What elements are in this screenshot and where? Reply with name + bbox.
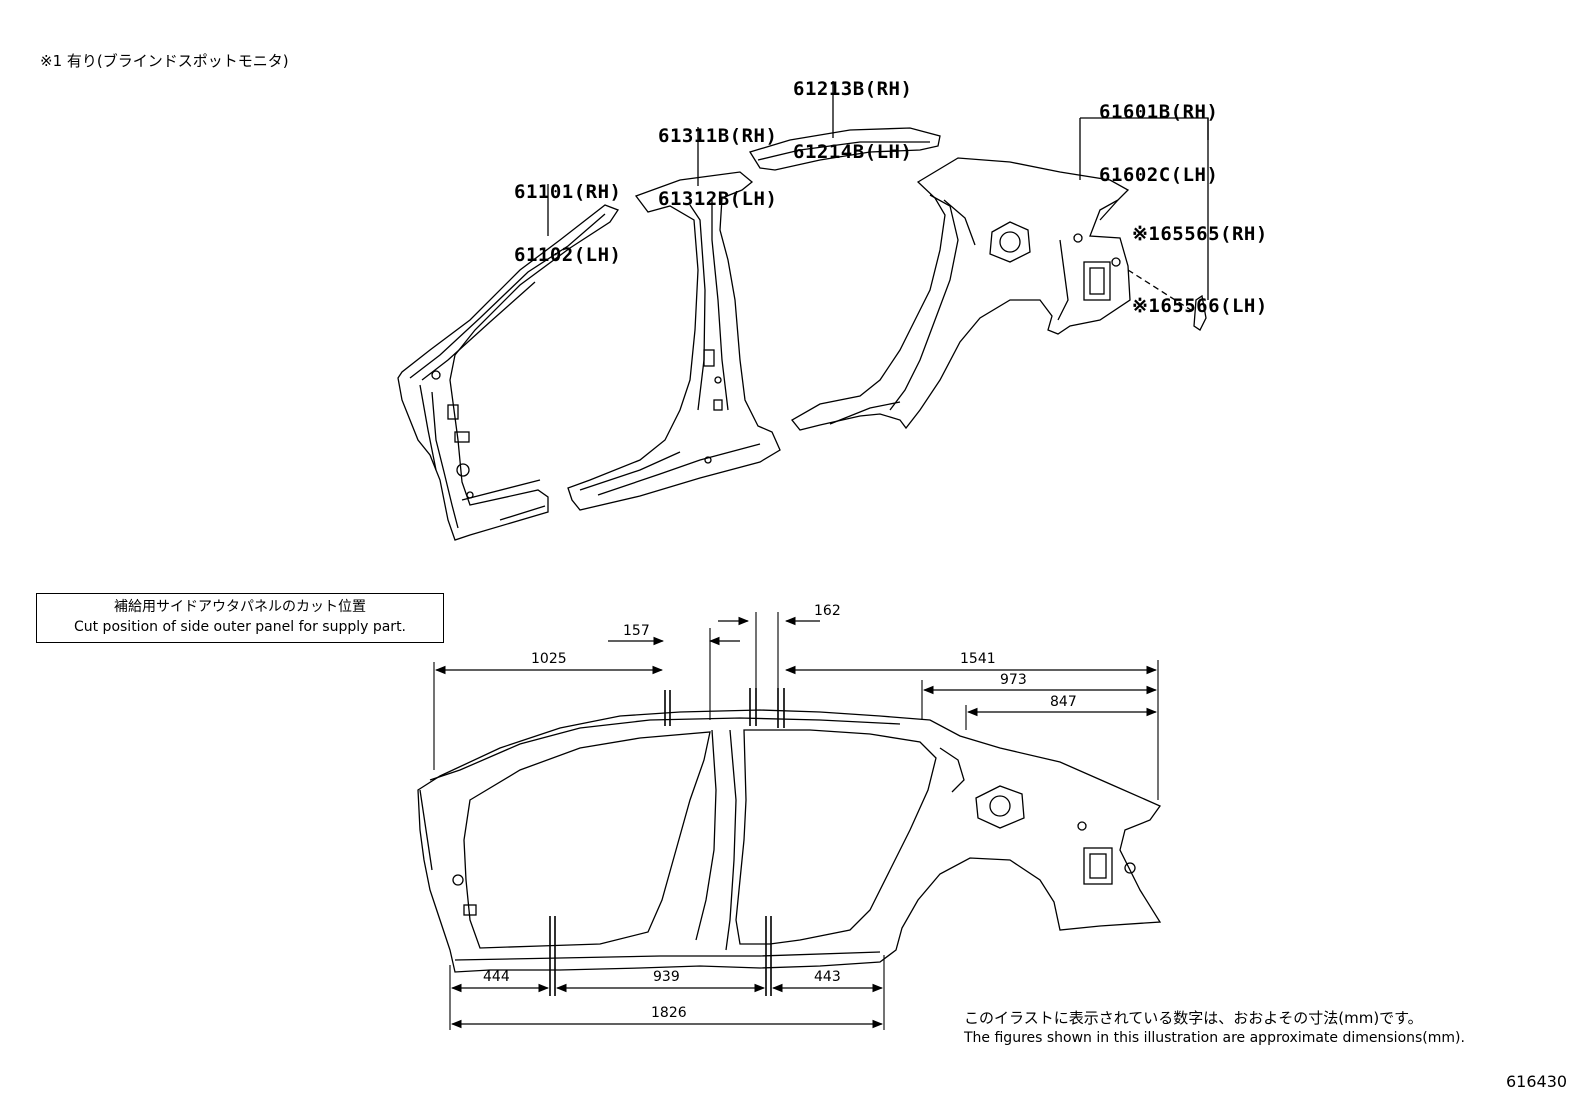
illustration-number: 616430 <box>1506 1072 1568 1091</box>
part-number-lh: ※165566(LH) <box>1132 295 1268 317</box>
door-opening-rear <box>735 729 937 945</box>
assembled-view <box>417 709 1162 973</box>
part-number-rh: 61213B(RH) <box>793 78 913 100</box>
exploded-view <box>397 81 1209 541</box>
dimension-label: 1025 <box>531 651 567 667</box>
part-label-61101: 61101(RH) 61102(LH) <box>514 140 621 287</box>
dimension-label: 1826 <box>651 1005 687 1021</box>
roof-side-rail <box>748 127 941 171</box>
part-label-61311b: 61311B(RH) 61312B(LH) <box>658 84 777 231</box>
part-number-lh: 61102(LH) <box>514 244 622 266</box>
dimension-label: 973 <box>1000 672 1027 688</box>
part-number-lh: 61602C(LH) <box>1099 164 1219 186</box>
part-number-rh: 61101(RH) <box>514 181 622 203</box>
part-number-rh: 61601B(RH) <box>1099 101 1219 123</box>
dimension-label: 444 <box>483 969 510 985</box>
door-opening-front <box>463 731 711 949</box>
dimension-label: 939 <box>653 969 680 985</box>
cut-lines <box>549 688 785 996</box>
part-label-61213b: 61213B(RH) 61214B(LH) <box>793 37 912 184</box>
leader-lines <box>547 81 1209 300</box>
approx-dimension-note-ja: このイラストに表示されている数字は、おおよその寸法(mm)です。 <box>964 1009 1423 1027</box>
part-label-65565: ※165565(RH) ※165566(LH) <box>1132 174 1268 342</box>
center-pillar-panel <box>567 171 781 511</box>
dimension-label: 162 <box>814 603 841 619</box>
part-label-61601b: 61601B(RH) 61602C(LH) <box>1099 60 1218 207</box>
front-pillar-panel <box>397 204 619 541</box>
assembled-outline <box>417 709 1162 973</box>
part-number-rh: ※165565(RH) <box>1132 223 1268 245</box>
cut-position-caption-box: 補給用サイドアウタパネルのカット位置 Cut position of side … <box>36 593 444 643</box>
blind-spot-monitor-note: ※1 有り(ブラインドスポットモニタ) <box>40 52 289 70</box>
dimension-label: 847 <box>1050 694 1077 710</box>
cut-position-title-ja: 補給用サイドアウタパネルのカット位置 <box>114 599 366 615</box>
quarter-panel <box>791 157 1131 431</box>
dimension-label: 443 <box>814 969 841 985</box>
part-number-lh: 61312B(LH) <box>658 188 778 210</box>
dimension-label: 157 <box>623 623 650 639</box>
dimension-label: 1541 <box>960 651 996 667</box>
approx-dimension-note-en: The figures shown in this illustration a… <box>964 1030 1465 1046</box>
dimension-lines <box>434 616 1158 1029</box>
part-number-rh: 61311B(RH) <box>658 125 778 147</box>
part-number-lh: 61214B(LH) <box>793 141 913 163</box>
blind-spot-monitor-bracket <box>1127 269 1207 331</box>
cut-position-title-en: Cut position of side outer panel for sup… <box>73 619 407 635</box>
